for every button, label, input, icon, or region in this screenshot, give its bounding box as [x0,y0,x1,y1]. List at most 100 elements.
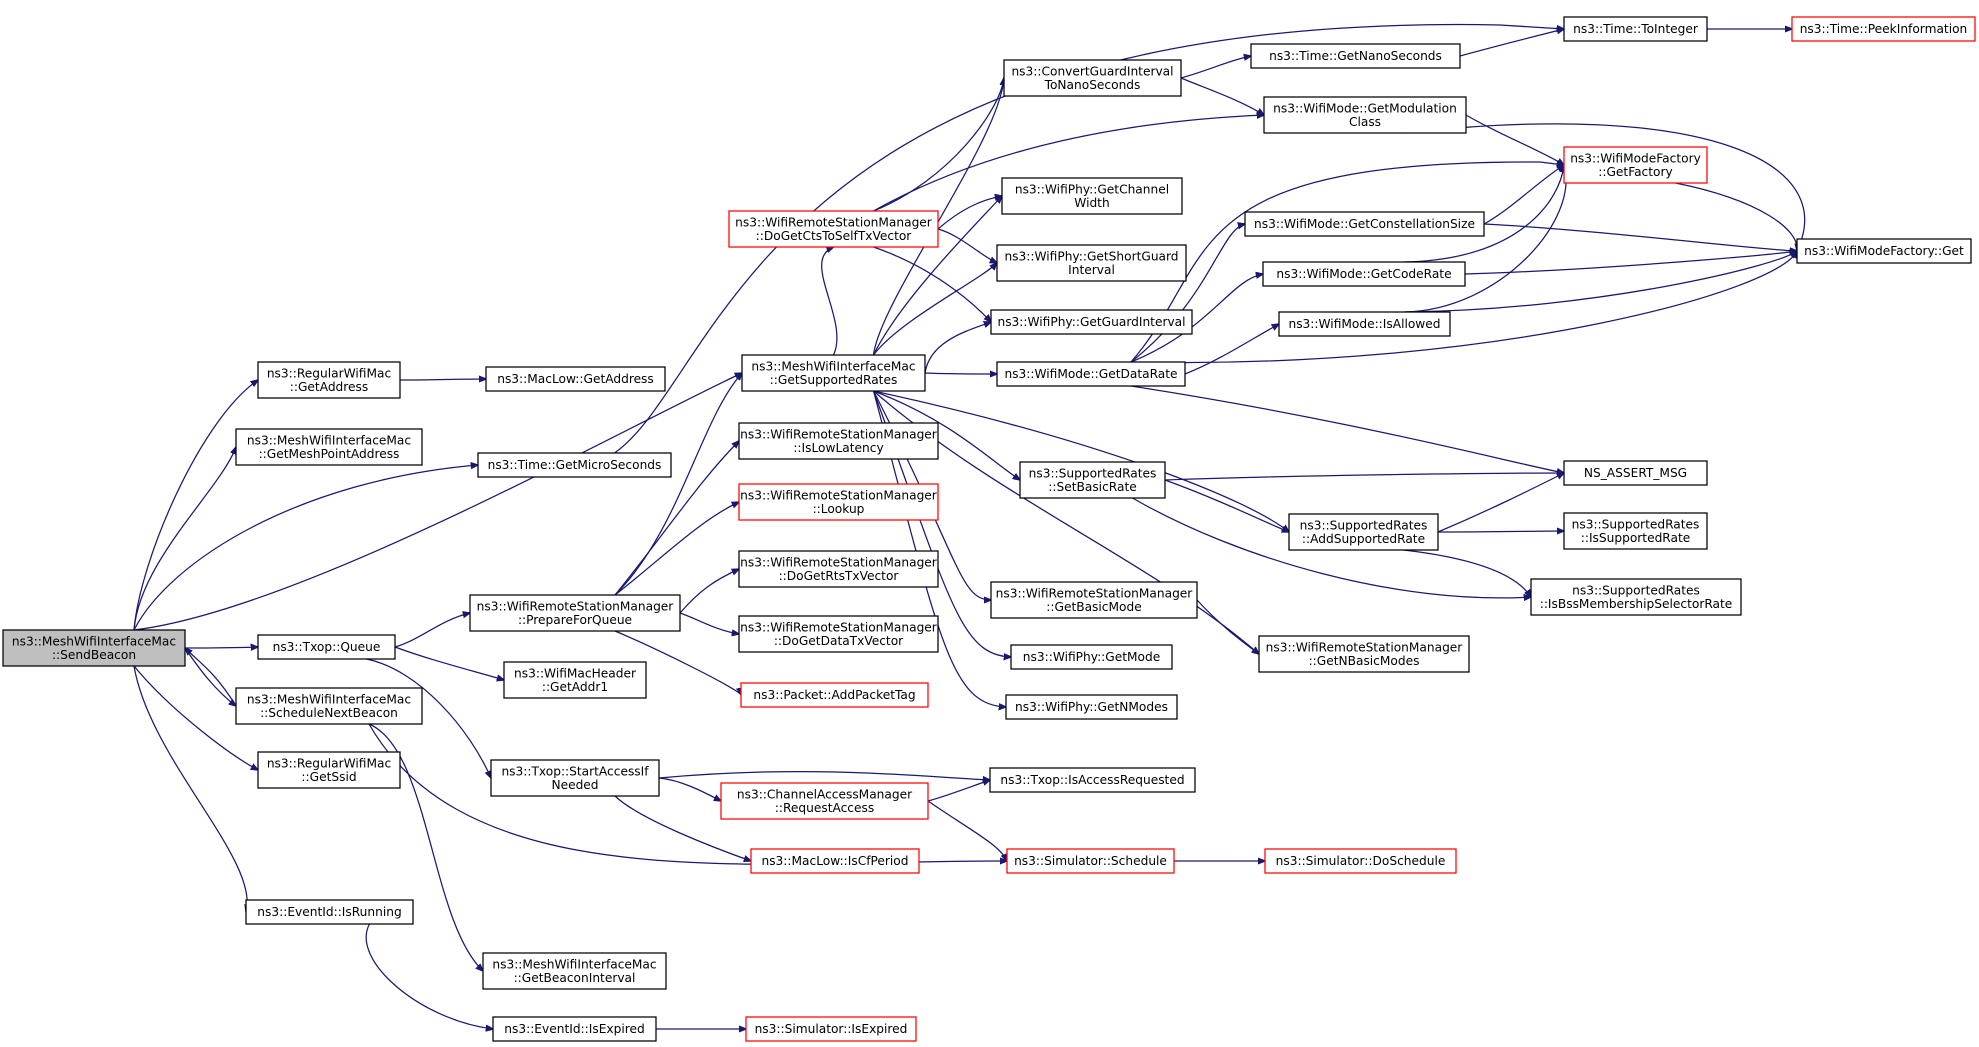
node-toInteger[interactable]: ns3::Time::ToInteger [1563,16,1708,42]
node-setBasicRate[interactable]: ns3::SupportedRates::SetBasicRate [1019,461,1166,499]
node-box [257,751,401,789]
node-isCfPeriod[interactable]: ns3::MacLow::IsCfPeriod [750,848,920,874]
call-edge-doGetCts-to-getModulationClass [873,115,1265,212]
node-box [738,615,939,653]
node-doGetData[interactable]: ns3::WifiRemoteStationManager::DoGetData… [738,615,939,653]
node-getMode[interactable]: ns3::WifiPhy::GetMode [1010,644,1173,670]
node-isLowLatency[interactable]: ns3::WifiRemoteStationManager::IsLowLate… [738,422,939,460]
edge-line [873,390,1021,480]
node-label-line: ns3::WifiMode::GetModulation [1273,101,1457,115]
call-edge-prepareForQueue-to-doGetData [679,612,739,634]
node-nsAssert[interactable]: NS_ASSERT_MSG [1563,460,1708,486]
node-getGuardInterval[interactable]: ns3::WifiPhy::GetGuardInterval [990,309,1193,335]
node-root[interactable]: ns3::MeshWifiInterfaceMac::SendBeacon [2,629,186,667]
edge-line [1675,182,1798,251]
node-label-line: ns3::WifiRemoteStationManager [1266,640,1464,654]
node-getCodeRate[interactable]: ns3::WifiMode::GetCodeRate [1262,261,1466,287]
node-txopQueue[interactable]: ns3::Txop::Queue [257,634,396,660]
node-macLowGetAddress[interactable]: ns3::MacLow::GetAddress [485,366,666,392]
edge-line [368,723,483,971]
node-isBssMembership[interactable]: ns3::SupportedRates::IsBssMembershipSele… [1530,578,1742,616]
edge-line [614,795,751,861]
call-edge-getDataRate-to-nsAssert [1130,385,1564,473]
node-simDoSchedule[interactable]: ns3::Simulator::DoSchedule [1264,848,1457,874]
node-peekInformation[interactable]: ns3::Time::PeekInformation [1791,16,1976,42]
node-label-line: ns3::WifiMode::IsAllowed [1288,317,1440,331]
node-isAccessRequested[interactable]: ns3::Txop::IsAccessRequested [989,767,1196,793]
node-getBeaconInterval[interactable]: ns3::MeshWifiInterfaceMac::GetBeaconInte… [482,952,667,990]
node-requestAccess[interactable]: ns3::ChannelAccessManager::RequestAccess [720,782,929,820]
node-label-line: ns3::Time::GetNanoSeconds [1269,49,1442,63]
node-label-line: ns3::WifiModeFactory::Get [1804,244,1964,258]
node-label-line: ns3::MeshWifiInterfaceMac [12,634,176,648]
edge-line [1196,599,1259,654]
node-addPacketTag[interactable]: ns3::Packet::AddPacketTag [740,682,929,708]
edge-line [873,263,998,356]
edge-line [133,665,247,912]
node-label-line: Interval [1068,263,1115,277]
node-addSupportedRate[interactable]: ns3::SupportedRates::AddSupportedRate [1288,513,1439,551]
call-edge-getDataRate-to-isAllowed [1184,324,1279,375]
node-getMicroSeconds[interactable]: ns3::Time::GetMicroSeconds [477,452,672,478]
node-label-line: ns3::WifiMode::GetDataRate [1004,367,1177,381]
node-simSchedule[interactable]: ns3::Simulator::Schedule [1006,848,1175,874]
node-regGetAddress[interactable]: ns3::RegularWifiMac::GetAddress [257,361,401,399]
call-edge-getConstellation-to-factoryGet [1483,223,1797,251]
node-isSupportedRate[interactable]: ns3::SupportedRates::IsSupportedRate [1563,512,1708,550]
node-doGetCts[interactable]: ns3::WifiRemoteStationManager::DoGetCtsT… [728,210,939,248]
node-isAllowed[interactable]: ns3::WifiMode::IsAllowed [1278,311,1451,337]
call-edge-getSupportedRates-to-doGetCts [821,247,838,356]
node-prepareForQueue[interactable]: ns3::WifiRemoteStationManager::PrepareFo… [469,594,681,632]
node-doGetRts[interactable]: ns3::WifiRemoteStationManager::DoGetRtsT… [738,550,939,588]
node-getConstellation[interactable]: ns3::WifiMode::GetConstellationSize [1244,211,1485,237]
call-edge-eventIsRunning-to-eventIsExpired [365,923,493,1029]
node-scheduleNextBeacon[interactable]: ns3::MeshWifiInterfaceMac::ScheduleNextB… [235,687,423,725]
node-factoryGet[interactable]: ns3::WifiModeFactory::Get [1796,238,1972,264]
call-edge-setBasicRate-to-addSupportedRate [1164,479,1289,532]
call-edge-getMicroSeconds-to-toInteger [614,24,1565,454]
node-getNModes[interactable]: ns3::WifiPhy::GetNModes [1005,694,1178,720]
node-eventIsRunning[interactable]: ns3::EventId::IsRunning [245,899,414,925]
node-getNanoSeconds[interactable]: ns3::Time::GetNanoSeconds [1250,43,1461,69]
call-edge-root-to-regGetAddress [133,380,258,631]
node-getBasicMode[interactable]: ns3::WifiRemoteStationManager::GetBasicM… [990,581,1198,619]
node-lookup[interactable]: ns3::WifiRemoteStationManager::Lookup [738,483,939,521]
node-getAddr1[interactable]: ns3::WifiMacHeader::GetAddr1 [503,661,647,699]
edge-line [365,923,493,1029]
edge-line [872,390,1007,707]
node-label-line: ::Lookup [813,502,865,516]
node-label-line: ::GetBeaconInterval [514,971,636,985]
node-simIsExpired[interactable]: ns3::Simulator::IsExpired [745,1016,917,1042]
call-edge-getNanoSeconds-to-toInteger [1459,29,1564,57]
node-getDataRate[interactable]: ns3::WifiMode::GetDataRate [996,361,1186,387]
edge-line [1403,549,1532,597]
edge-line [1132,497,1532,598]
call-edge-convertGuard-to-getNanoSeconds [1180,56,1251,79]
node-getFactory[interactable]: ns3::WifiModeFactory::GetFactory [1563,146,1708,184]
node-box [738,550,939,588]
edge-line [1184,324,1279,375]
edge-line [133,665,258,770]
edge-line [1465,114,1564,165]
edge-line [821,247,838,356]
call-edge-getDataRate-to-getCodeRate [1130,274,1263,363]
node-box [1263,96,1467,134]
node-label-line: Width [1074,196,1109,210]
node-getSsid[interactable]: ns3::RegularWifiMac::GetSsid [257,751,401,789]
edge-line [133,447,236,631]
call-edge-doGetCts-to-getShortGuard [937,228,997,263]
edge-line [614,24,1565,454]
call-edge-scheduleNextBeacon-to-getBeaconInterval [368,723,483,971]
node-label-line: Needed [551,778,598,792]
node-getMeshPointAddress[interactable]: ns3::MeshWifiInterfaceMac::GetMeshPointA… [235,428,423,466]
edge-line [1404,165,1567,313]
node-eventIsExpired[interactable]: ns3::EventId::IsExpired [492,1016,657,1042]
call-edge-regGetAddress-to-macLowGetAddress [399,379,486,380]
node-getSupportedRates[interactable]: ns3::MeshWifiInterfaceMac::GetSupportedR… [741,354,926,392]
node-getNBasicModes[interactable]: ns3::WifiRemoteStationManager::GetNBasic… [1258,635,1470,673]
